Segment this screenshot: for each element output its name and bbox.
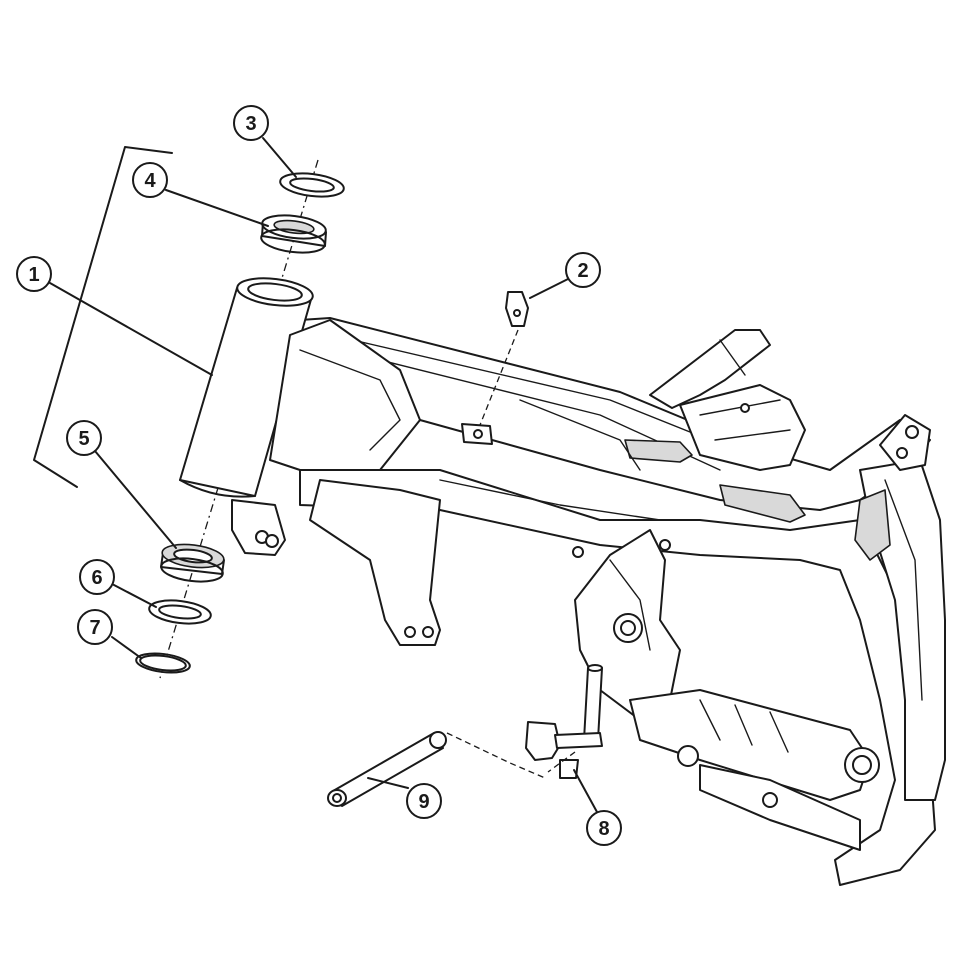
part-3-seal (279, 172, 345, 198)
lower-rail (699, 764, 861, 851)
rear-mount-bracket (649, 329, 771, 409)
callout-5-label: 5 (78, 428, 89, 450)
callout-7-label: 7 (89, 617, 100, 639)
callout-2-label: 2 (577, 260, 588, 282)
frame-cutout-2 (719, 484, 806, 523)
part-7-ring (135, 652, 191, 674)
crossmember-housing (679, 384, 806, 471)
callout-5: 5 (66, 420, 102, 456)
frame-lower-spar (299, 469, 936, 886)
front-down-bracket (309, 479, 441, 646)
callout-6-label: 6 (91, 567, 102, 589)
callout-2: 2 (565, 252, 601, 288)
part-8-stand-pin (525, 664, 603, 779)
lower-crossmember (629, 689, 871, 801)
callout-4-label: 4 (144, 170, 156, 192)
callout-1: 1 (16, 256, 52, 292)
callout-9: 9 (406, 783, 442, 819)
part-4-upper-bearing (260, 214, 327, 254)
leader-lines (49, 137, 598, 813)
frame-cutout-1 (624, 439, 693, 463)
callout-7: 7 (77, 609, 113, 645)
callout-9-label: 9 (418, 791, 429, 813)
part-9-tube (327, 731, 546, 807)
callout-3: 3 (233, 105, 269, 141)
frame-cutout-3 (854, 489, 891, 561)
callout-4: 4 (132, 162, 168, 198)
part-6-seal (148, 599, 212, 625)
callout-8-label: 8 (598, 818, 609, 840)
callout-1-label: 1 (28, 264, 39, 286)
front-gusset (269, 319, 421, 471)
group-bracket (33, 146, 173, 488)
callout-8: 8 (586, 810, 622, 846)
steering-head-tube (179, 277, 314, 498)
front-engine-mount (231, 499, 286, 556)
callout-6: 6 (79, 559, 115, 595)
callout-3-label: 3 (245, 113, 256, 135)
part-5-lower-bearing (160, 543, 225, 583)
part-2-clip (461, 291, 529, 445)
motorcycle-frame (299, 317, 946, 886)
